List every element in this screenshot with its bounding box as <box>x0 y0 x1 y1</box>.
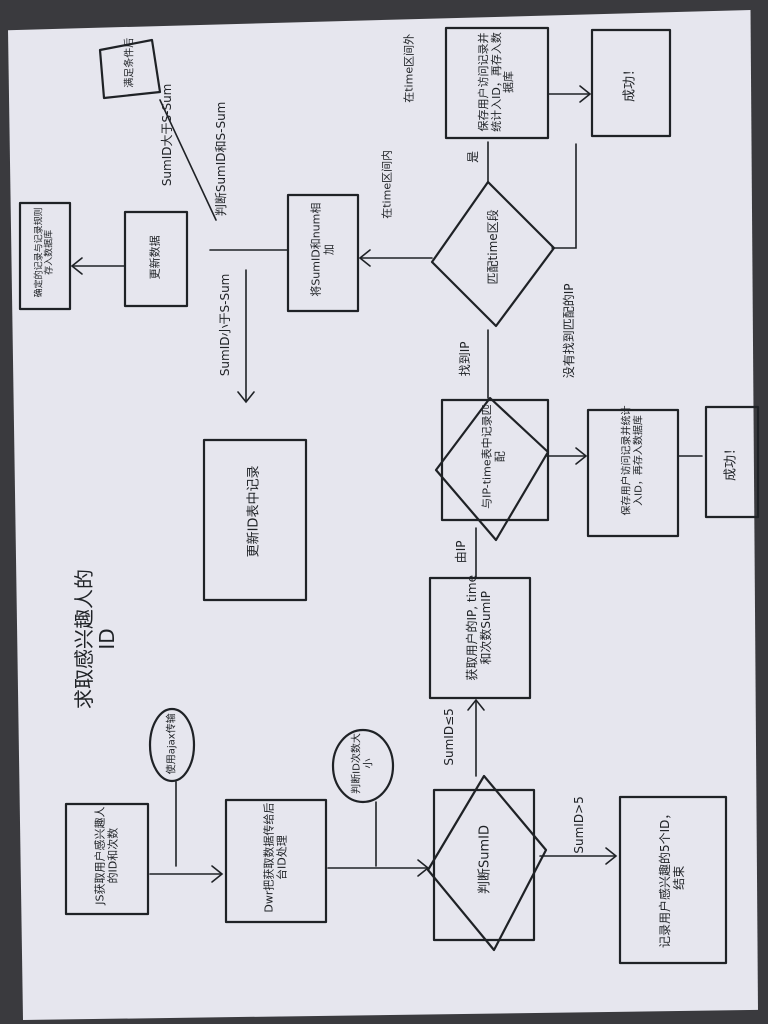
box-update-record <box>202 438 308 602</box>
diamond-compare <box>434 396 550 542</box>
box-result-sum-gt5 <box>618 795 728 965</box>
box-store-rule <box>18 201 72 311</box>
box-success-2 <box>704 405 760 519</box>
diamond-sum <box>426 774 548 952</box>
box-servlet <box>224 798 328 924</box>
bubble-cond <box>98 38 162 100</box>
box-cut-out <box>123 210 189 308</box>
box-sum-num <box>286 193 360 313</box>
box-compare-frame <box>440 398 550 522</box>
paper-background <box>8 10 758 1020</box>
box-success-1 <box>590 28 672 138</box>
box-decision-frame <box>432 788 536 942</box>
box-top-right <box>444 26 550 140</box>
box-lookup-ip-time <box>428 576 532 700</box>
box-js-start <box>64 802 150 916</box>
bubble-ajax <box>148 707 196 783</box>
bubble-judge-id <box>331 728 395 804</box>
box-insert-record <box>586 408 680 538</box>
diamond-time <box>430 180 556 328</box>
